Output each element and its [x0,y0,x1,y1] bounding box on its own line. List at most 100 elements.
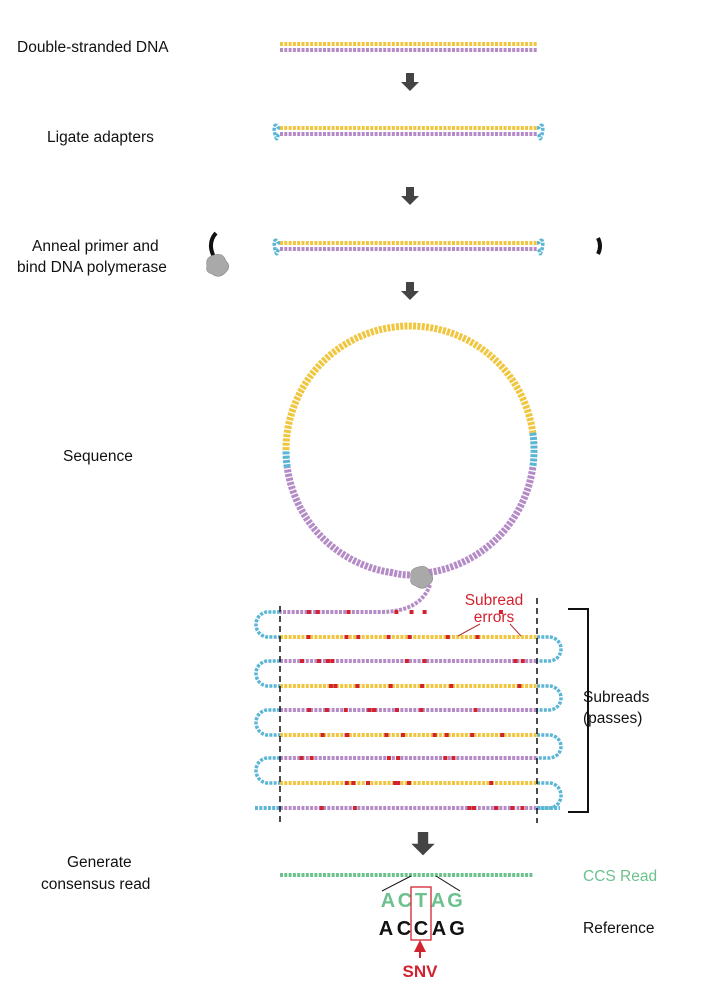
step-label-sequence: Sequence [63,448,133,465]
ccs-base-variant: T [415,890,427,912]
subread-error-mark [422,610,427,614]
subread-error-mark [351,781,356,785]
subread-error-mark [517,684,522,688]
step-label-generate-2: consensus read [41,876,150,893]
subread-error-mark [352,806,357,810]
adapter-turn-left [254,708,280,737]
reference-label: Reference [583,920,655,937]
adapter-turn-left [254,610,280,639]
subread-error-mark [420,684,425,688]
subread-error-mark [372,708,377,712]
subread-error-mark [404,659,409,663]
zoom-line-right [435,875,461,892]
subread-error-mark [473,708,478,712]
step-label-double-stranded: Double-stranded DNA [17,39,169,56]
subread-error-mark [494,806,499,810]
subread-error-mark [396,756,401,760]
reference-base: A [379,918,393,940]
subread-error-mark [344,781,349,785]
ccs-sequence: A C T A G [381,890,463,912]
error-pointer [509,623,522,637]
subread-error-mark [344,635,349,639]
adapter-turn-right [537,684,563,712]
adapter-loop-left [272,238,281,256]
subread-error-mark [510,806,515,810]
subread-error-mark [396,781,401,785]
step-arrow-icon [411,832,435,856]
adapter-loop-right [536,238,545,256]
subread-error-mark [409,610,414,614]
subread-error-mark [300,659,305,663]
ccs-read-label: CCS Read [583,868,657,885]
subread-error-mark [394,610,399,614]
subread-error-mark [365,781,370,785]
subread-error-mark [346,610,351,614]
circle-insert-top [282,322,537,451]
ccs-base: A [431,890,445,912]
subread-error-mark [319,806,324,810]
subread-error-mark [467,806,472,810]
subread-error-mark [475,635,480,639]
subread-error-mark [394,708,399,712]
primer-right [596,237,602,255]
subread-error-mark [384,733,389,737]
subread-error-mark [320,733,325,737]
subread-error-mark [386,756,391,760]
subread-error-mark [393,781,398,785]
subread-error-mark [333,684,338,688]
subread-error-mark [449,684,454,688]
subread-error-mark [355,684,360,688]
subread-error-mark [513,659,518,663]
subread-error-mark [299,756,304,760]
subread-error-mark [306,635,311,639]
adapter-loop-left [272,123,281,141]
primer-left [209,231,218,258]
sequencing-tail [280,584,432,614]
circle-insert-bottom-right [426,466,537,577]
subread-error-mark [306,610,311,614]
subread-error-mark [500,733,505,737]
ccs-base: C [398,890,412,912]
subread-error-mark [330,659,335,663]
dna-polymerase-icon [206,253,230,277]
adapter-loop-right [536,123,545,141]
subread-error-mark [406,781,411,785]
adapter-turn-right [537,635,563,663]
dna-polymerase-icon [410,565,434,589]
subread-errors-label-1: Subread [465,592,524,609]
subread-error-mark [388,684,393,688]
step-arrow-icon [401,73,419,91]
step-arrow-icon [401,282,419,300]
subread-error-mark [407,635,412,639]
adapter-turn-left [254,756,280,785]
reference-base: C [397,918,411,940]
step-label-ligate: Ligate adapters [47,129,154,146]
subread-error-mark [419,708,424,712]
subread-error-mark [451,756,456,760]
subread-error-mark [498,610,503,614]
reference-base: G [449,918,465,940]
error-pointer [457,623,481,637]
reference-base-variant: C [414,918,428,940]
subread-error-mark [520,806,525,810]
subread-error-mark [315,610,320,614]
circle-insert-bottom-left [283,466,394,577]
subread-error-mark [344,733,349,737]
subread-error-mark [422,659,427,663]
subread-error-mark [356,635,361,639]
subread-error-mark [445,635,450,639]
subread-error-mark [489,781,494,785]
adapter-turn-right [537,781,563,810]
subread-error-mark [325,659,330,663]
subread-error-mark [444,733,449,737]
subread-error-mark [400,733,405,737]
subread-error-mark [324,708,329,712]
subread-error-mark [386,635,391,639]
circle-adapter-left [282,449,291,468]
subread-error-mark [328,684,333,688]
subreads-label-1: Subreads [583,689,650,706]
subread-error-mark [307,708,312,712]
subread-error-mark [309,756,314,760]
